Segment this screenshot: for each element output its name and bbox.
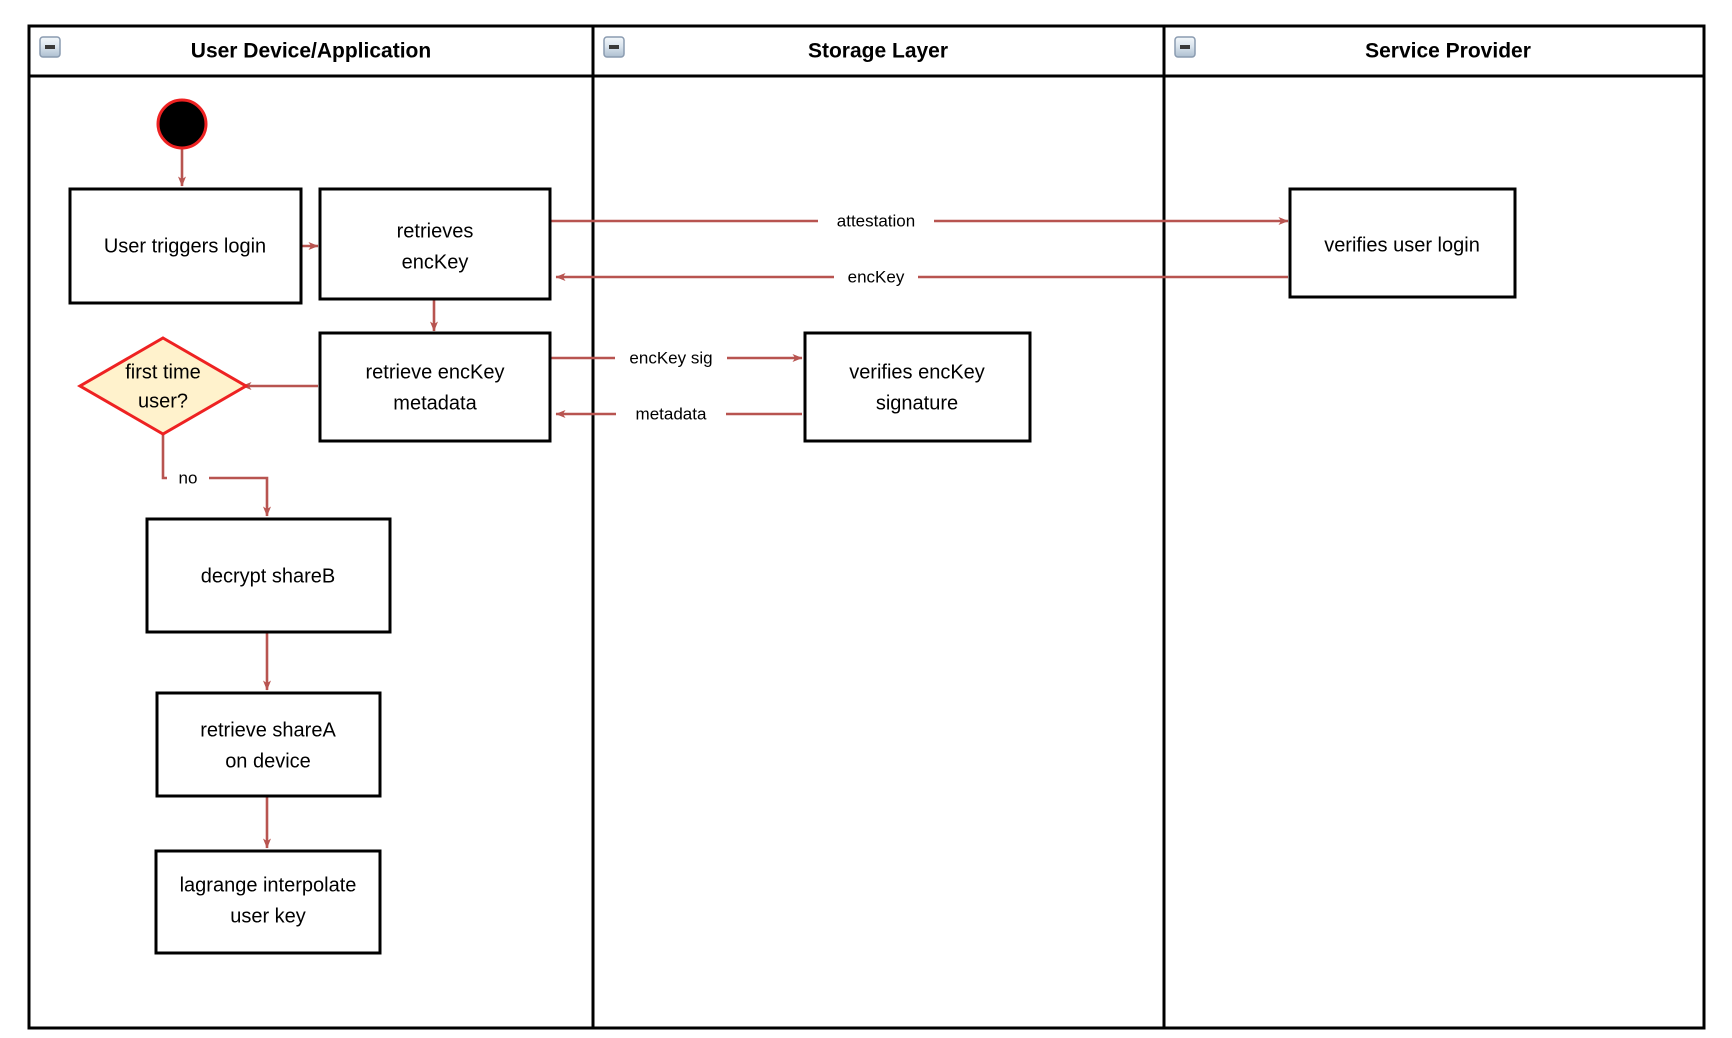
node-label-line1: retrieves xyxy=(397,220,474,242)
edge-label-enckey: encKey xyxy=(848,267,905,286)
lane-title-storage: Storage Layer xyxy=(808,40,948,63)
node-verifies-user-login[interactable]: verifies user login xyxy=(1288,187,1517,299)
edge-label-attestation: attestation xyxy=(837,211,915,230)
edge-attestation: attestation xyxy=(550,209,1289,233)
node-label-line2: signature xyxy=(876,392,958,414)
node-label-line1: retrieve shareA xyxy=(200,719,336,741)
lane-header-storage[interactable]: Storage Layer xyxy=(603,36,948,63)
node-retrieve-enckey-metadata[interactable]: retrieve encKey metadata xyxy=(318,331,552,443)
node-label-line2: user key xyxy=(230,905,306,927)
node-label-line2: metadata xyxy=(393,392,477,414)
node-label-line1: first time xyxy=(125,361,201,383)
node-label-line2: on device xyxy=(225,750,311,772)
node-verifies-enckey-signature[interactable]: verifies encKey signature xyxy=(803,331,1032,443)
lane-header-service[interactable]: Service Provider xyxy=(1174,36,1531,63)
node-label: User triggers login xyxy=(104,235,266,257)
node-label-line2: user? xyxy=(138,390,188,412)
node-label-line1: lagrange interpolate xyxy=(180,874,357,896)
edge-label-metadata: metadata xyxy=(636,404,707,423)
edge-no: no xyxy=(161,434,271,517)
node-label: decrypt shareB xyxy=(201,565,336,587)
node-decrypt-shareb[interactable]: decrypt shareB xyxy=(145,517,392,634)
collapse-minus-icon[interactable] xyxy=(603,36,625,58)
edge-label-enckey-sig: encKey sig xyxy=(629,348,712,367)
edge-metadata: metadata xyxy=(555,402,802,426)
node-label-line1: verifies encKey xyxy=(849,361,985,383)
node-retrieves-enckey[interactable]: retrieves encKey xyxy=(318,187,552,301)
lane-header-user[interactable]: User Device/Application xyxy=(39,36,431,63)
node-user-triggers-login[interactable]: User triggers login xyxy=(68,187,303,305)
edge-label-no: no xyxy=(179,468,198,487)
node-label-line1: retrieve encKey xyxy=(366,361,505,383)
lane-title-service: Service Provider xyxy=(1365,40,1531,63)
node-retrieve-sharea-on-device[interactable]: retrieve shareA on device xyxy=(155,691,382,798)
node-label: verifies user login xyxy=(1324,234,1480,256)
swimlane-frame xyxy=(27,24,1706,1030)
edge-enckey-sig: encKey sig xyxy=(550,346,803,370)
node-lagrange-interpolate-user-key[interactable]: lagrange interpolate user key xyxy=(154,849,382,955)
collapse-minus-icon[interactable] xyxy=(39,36,61,58)
node-first-time-user-decision[interactable]: first time user? xyxy=(77,336,249,436)
collapse-minus-icon[interactable] xyxy=(1174,36,1196,58)
node-label-line2: encKey xyxy=(402,251,469,273)
lane-title-user: User Device/Application xyxy=(191,40,431,63)
edge-enckey: encKey xyxy=(555,265,1288,289)
node-start[interactable] xyxy=(156,98,208,150)
